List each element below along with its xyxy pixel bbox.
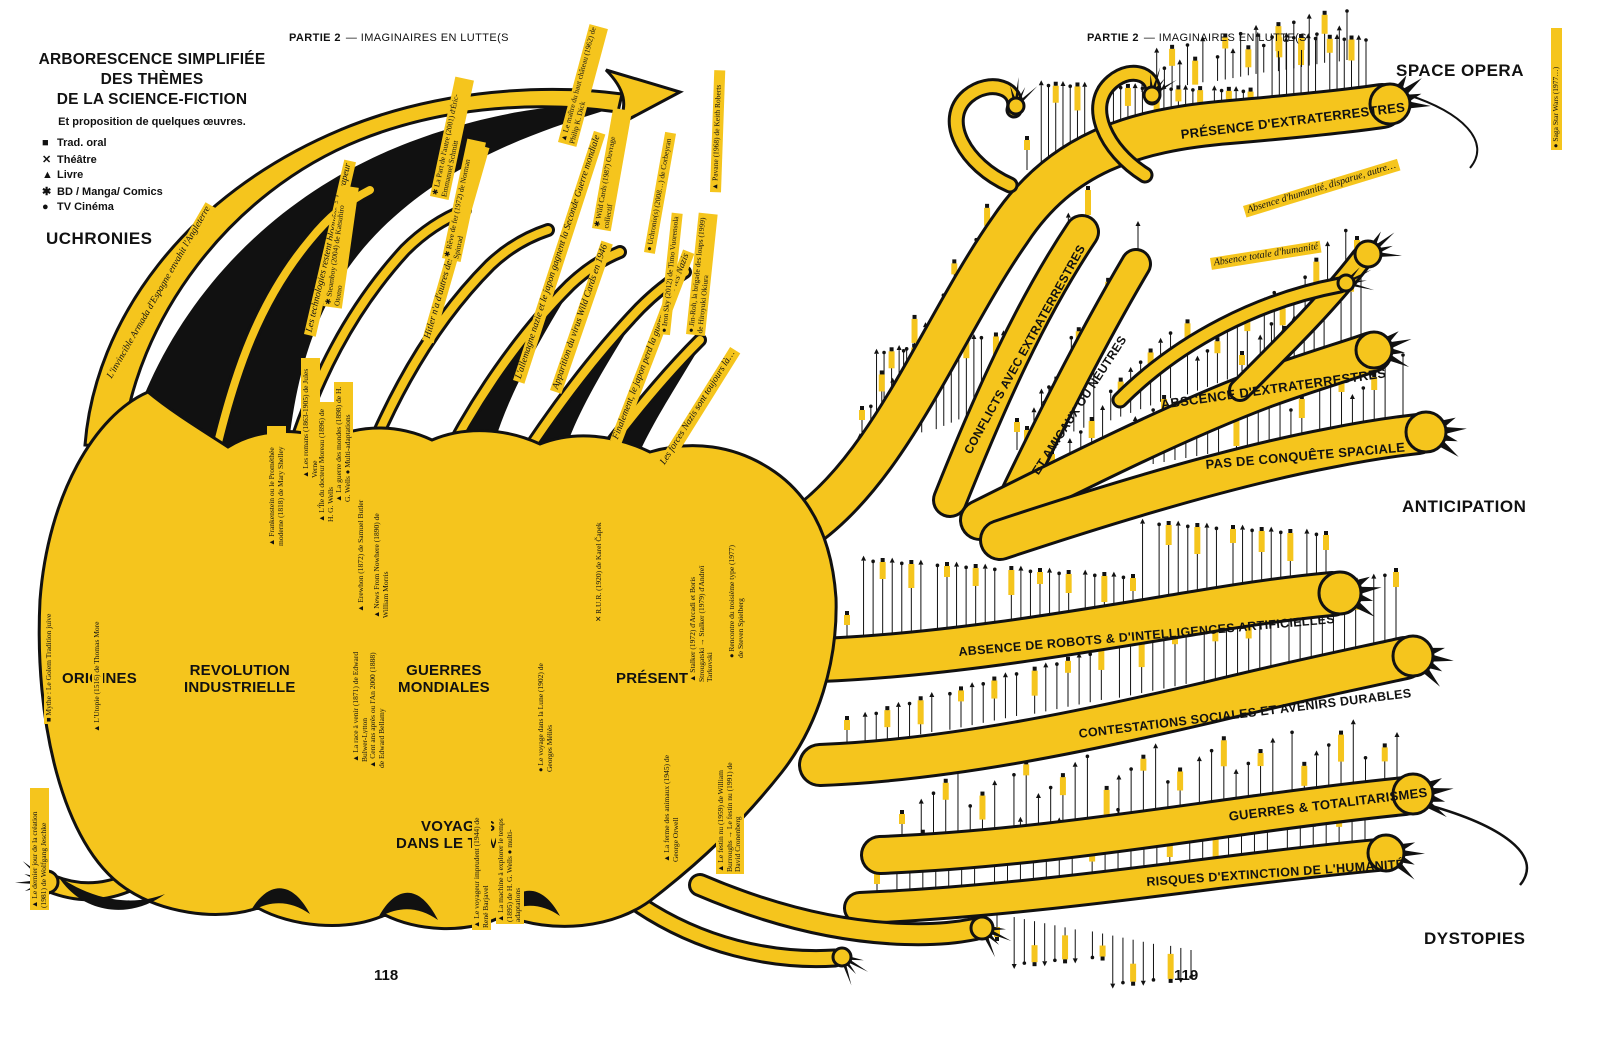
section-label-uchronies: UCHRONIES: [46, 229, 153, 248]
legend-item: ■ Trad. oral: [42, 137, 163, 149]
work-label: ● Saga Star Wars (1977…): [1551, 28, 1562, 150]
era-label: REVOLUTION INDUSTRIELLE: [184, 662, 296, 697]
header-part: PARTIE 2: [1087, 32, 1139, 44]
legend-item: ✱ BD / Manga/ Comics: [42, 185, 163, 198]
work-label: ▲ La guerre des mondes (1898) de H. G. W…: [334, 382, 354, 504]
tv-cinema-icon: ●: [42, 201, 49, 213]
work-label: ▲ Cent ans après ou l'An 2000 (1888) de …: [368, 648, 388, 770]
section-label-space-opera: SPACE OPERA: [1396, 61, 1524, 80]
page-number-right: 119: [1174, 967, 1199, 984]
legend-item: ▲ Livre: [42, 169, 163, 181]
work-label: ■ Mythe : Le Golem Tradition juive: [44, 602, 55, 724]
section-label-anticipation: ANTICIPATION: [1402, 497, 1527, 516]
legend: ■ Trad. oral ✕ Théâtre ▲ Livre ✱ BD / Manga/…: [42, 137, 163, 217]
header-part: PARTIE 2: [289, 32, 341, 44]
work-label: ✕ R.U.R. (1920) de Karel Čapek: [594, 502, 605, 624]
title-subtitle: Et proposition de quelques œuvres.: [58, 116, 246, 129]
title-block: ARBORESCENCE SIMPLIFIÉE DES THÈMES DE LA…: [26, 50, 278, 128]
legend-label: TV Cinéma: [57, 201, 114, 213]
title-line: DE LA SCIENCE-FICTION: [56, 91, 248, 109]
theatre-icon: ✕: [42, 153, 52, 166]
legend-label: BD / Manga/ Comics: [57, 185, 163, 198]
legend-label: Théâtre: [57, 153, 97, 166]
section-label-dystopies: DYSTOPIES: [1424, 929, 1526, 948]
era-label: PRÉSENT: [616, 670, 689, 687]
title-line: ARBORESCENCE SIMPLIFIÉE: [38, 51, 266, 68]
legend-item: ✕ Théâtre: [42, 153, 163, 166]
work-label: ▲ Stalker (1972) d'Arcadi et Boris Strou…: [688, 562, 716, 684]
work-label: ▲ Le dernier jour de la création (1981) …: [30, 788, 50, 910]
livre-icon: ▲: [42, 169, 53, 181]
bd-manga-icon: ✱: [42, 185, 52, 198]
header-rest: — IMAGINAIRES EN LUTTE(S: [345, 32, 509, 44]
title-line: DES THÈMES: [100, 71, 204, 89]
page-header-left: PARTIE 2 — IMAGINAIRES EN LUTTE(S: [289, 33, 509, 44]
work-label: ● Rencontre du troisième type (1977) de …: [727, 538, 747, 660]
page-number-left: 118: [374, 967, 399, 984]
work-label: ▲ News From Nowhere (1890) de William Mo…: [372, 498, 392, 620]
trad-oral-icon: ■: [42, 137, 49, 149]
header-rest: — IMAGINAIRES EN LUTTE(S: [1143, 32, 1307, 44]
legend-item: ● TV Cinéma: [42, 201, 163, 213]
era-label: GUERRES MONDIALES: [398, 662, 490, 697]
work-label: ▲ Le voyageur imprudent (1944) de René B…: [472, 808, 492, 930]
work-label: ▲ Frankenstein ou le Prométhée moderne (…: [267, 426, 287, 548]
work-label: ▲ Le festin nu (1959) de William Burroug…: [716, 752, 744, 874]
work-label: ▲ La ferme des animaux (1945) de George …: [662, 742, 682, 864]
work-label: ▲ L'Utopie (1516) de Thomas More: [92, 612, 103, 734]
legend-label: Trad. oral: [57, 137, 107, 149]
work-label: ▲ Erewhon (1872) de Samuel Butler: [356, 492, 367, 614]
page-header-right: PARTIE 2 — IMAGINAIRES EN LUTTE(S: [1087, 33, 1307, 44]
work-label: ▲ La machine à explorer le temps (1895) …: [496, 802, 524, 924]
legend-label: Livre: [57, 169, 84, 181]
work-label: ● Le voyage dans la Lune (1902) de Georg…: [536, 652, 556, 774]
